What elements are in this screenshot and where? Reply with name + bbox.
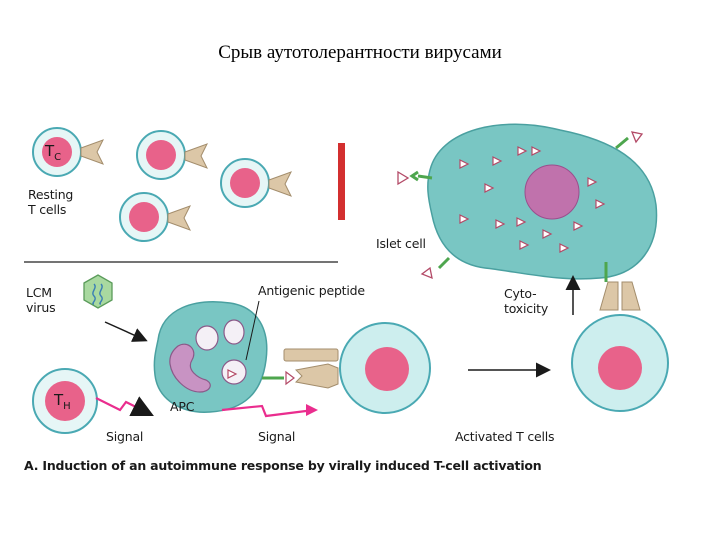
activated-t-cell-1 [339,322,431,414]
lcm-label-line1: LCM [26,285,52,300]
slide-title: Срыв аутотолерантности вирусами [218,42,502,63]
th-cell [32,368,98,434]
resting-t-cell-3 [220,158,293,208]
tc-nucleus [42,137,72,167]
signal-middle-label: Signal [258,429,296,444]
resting-t-cell-2 [136,130,209,180]
virus-arrow [104,321,148,342]
tc-sub: C [54,152,62,163]
islet-cell-label: Islet cell [376,236,426,251]
signal-bolt-left [95,396,154,416]
signal-left-label: Signal [106,429,144,444]
tc-cell-label: TC [45,142,61,163]
cyto-label-line1: Cyto- [504,286,537,301]
th-cell-label: TH [54,391,71,412]
apc-cell [153,301,268,413]
peptide-pointer [245,300,260,361]
apc-label: APC [170,399,195,414]
islet-cell [397,123,658,282]
lcm-virus [83,274,113,309]
resting-t-cell-4 [119,192,192,242]
activated-t-cell-2 [571,281,669,412]
signal-bolt-middle [221,404,315,418]
resting-label-line1: Resting [28,187,74,202]
tc-main: T [45,142,55,160]
islet-nucleus [524,164,580,220]
lcm-virus-label: LCM virus [26,285,56,315]
figure-caption: A. Induction of an autoimmune response b… [24,458,542,473]
apc-tcell-synapse [262,348,339,389]
resting-t-cells-label: Resting T cells [28,187,73,217]
antigenic-peptide-label: Antigenic peptide [258,283,365,298]
block-bar [338,143,345,220]
resting-label-line2: T cells [28,202,67,217]
activated-t-cells-label: Activated T cells [455,429,555,444]
cytotoxicity-label: Cyto- toxicity [504,286,548,316]
cyto-label-line2: toxicity [504,301,549,316]
lcm-label-line2: virus [26,300,56,315]
th-sub: H [63,401,71,412]
th-main: T [54,391,64,409]
